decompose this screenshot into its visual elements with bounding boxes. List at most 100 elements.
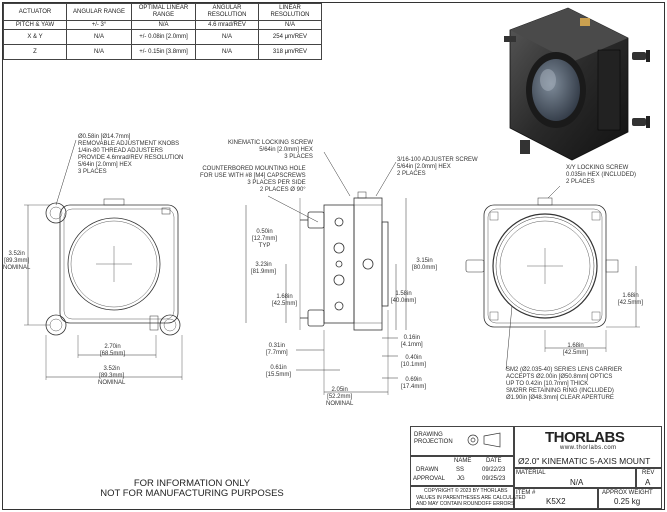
logo-cell xyxy=(514,426,662,468)
dim-line: [10.1mm] xyxy=(401,362,427,368)
note-line: 2 PLACES xyxy=(397,171,426,177)
dim-line: [68.5mm] xyxy=(100,351,126,357)
dim-line: [42.5mm] xyxy=(618,300,644,306)
note-line: Ø1.90in [Ø48.3mm] CLEAR APERTURE xyxy=(506,395,614,401)
approvals-cell xyxy=(410,456,514,486)
spec-cell: +/- 0.15in [3.8mm] xyxy=(131,44,196,60)
note-line: PROVIDE 4.6mrad/REV RESOLUTION xyxy=(78,155,184,161)
note-line: 5/64in [2.0mm] HEX xyxy=(78,162,132,168)
note-line: SM2 (Ø2.035-40) SERIES LENS CARRIER xyxy=(506,367,623,373)
dim-line: TYP xyxy=(258,243,271,249)
values-note: VALUES IN PARENTHESES ARE CALCULATED AND… xyxy=(416,495,525,507)
projection-cell xyxy=(410,426,514,456)
lens-carrier-note: SM2 (Ø2.035-40) SERIES LENS CARRIER ACCE… xyxy=(506,367,622,402)
drawn-name: SS xyxy=(456,467,465,473)
mount-3d-render xyxy=(504,7,650,161)
projection-label: DRAWING PROJECTION xyxy=(414,432,453,446)
drawn-label: DRAWN xyxy=(416,467,439,473)
weight-cell xyxy=(598,488,662,509)
dim-line: [89.3mm] xyxy=(4,258,30,264)
dim-line: 3.52in xyxy=(103,366,120,372)
note-line: KINEMATIC LOCKING SCREW xyxy=(228,140,313,146)
item-number: K5X2 xyxy=(546,497,566,506)
label-line: DRAWING xyxy=(414,432,443,438)
dim-168-rear-h: 1.68in [42.5mm] xyxy=(563,343,588,357)
dim-061: 0.61in [15.5mm] xyxy=(266,365,291,379)
dim-line: [42.5mm] xyxy=(272,301,298,307)
note-line: 2 PLACES xyxy=(566,179,595,185)
dim-031: 0.31in [7.7mm] xyxy=(266,343,288,357)
dim-line: NOMINAL xyxy=(326,401,354,407)
front-outer-width-dim: 3.52in [89.3mm] NOMINAL xyxy=(98,366,125,387)
material-cell xyxy=(514,468,636,488)
item-cell xyxy=(514,488,598,509)
note-line: COUNTERBORED MOUNTING HOLE xyxy=(202,166,306,172)
name-header: NAME xyxy=(454,458,472,464)
dim-line: [17.4mm] xyxy=(401,384,427,390)
note-line: 5/64in [2.0mm] HEX xyxy=(259,147,313,153)
item-label: ITEM # xyxy=(516,490,536,496)
label-line: PROJECTION xyxy=(414,439,453,445)
note-line: VALUES IN PARENTHESES ARE CALCULATED xyxy=(416,495,526,501)
title-block: DRAWING PROJECTION NAME DATE DRAWN SS 09… xyxy=(410,426,662,509)
front-height-dim: 3.52in [89.3mm] NOMINAL xyxy=(3,251,30,272)
notice-line: NOT FOR MANUFACTURING PURPOSES xyxy=(100,488,284,499)
spec-cell: 318 μm/REV xyxy=(258,44,322,60)
note-line: ACCEPTS Ø2.00in [Ø50.8mm] OPTICS xyxy=(506,374,613,380)
dim-040: 0.40in [10.1mm] xyxy=(401,355,426,369)
dim-line: [12.7mm] xyxy=(252,236,278,242)
dim-016: 0.16in [4.1mm] xyxy=(401,335,423,349)
dim-line: [42.5mm] xyxy=(563,350,589,356)
dim-line: 1.68in xyxy=(567,343,584,349)
dim-line: [81.9mm] xyxy=(251,269,277,275)
approval-label: APPROVAL xyxy=(413,476,445,482)
dim-line: 1.68in xyxy=(622,293,639,299)
note-line: UP TO 0.42in [10.7mm] THICK xyxy=(506,381,589,387)
dim-050: 0.50in [12.7mm] TYP xyxy=(252,229,277,250)
dim-168-rear-v: 1.68in [42.5mm] xyxy=(618,293,643,307)
dim-line: 3.23in xyxy=(255,262,272,268)
rev-label: REV xyxy=(642,470,655,476)
note-line: 3 PLACES xyxy=(78,169,107,175)
xy-locking-note: X/Y LOCKING SCREW 0.035in HEX (INCLUDED)… xyxy=(566,165,636,186)
dim-line: [80.0mm] xyxy=(412,265,438,271)
approval-name: JG xyxy=(457,476,465,482)
dim-line: [4.1mm] xyxy=(401,342,423,348)
note-line: 3 PLACES xyxy=(284,154,313,160)
dim-158: 1.58in [40.0mm] xyxy=(391,291,416,305)
spec-table: ACTUATOR ANGULAR RANGE OPTIMAL LINEAR RA… xyxy=(3,3,322,60)
spec-row: X & Y N/A +/- 0.08in [2.0mm] N/A 254 μm/… xyxy=(3,29,322,45)
front-inner-width-dim: 2.70in [68.5mm] xyxy=(100,344,125,358)
dim-line: 2.70in xyxy=(104,344,121,350)
material-value: N/A xyxy=(570,478,584,487)
thorlabs-logo: THORLABS xyxy=(545,429,625,446)
website: www.thorlabs.com xyxy=(560,445,617,451)
drawn-date: 09/22/23 xyxy=(482,467,506,473)
note-line: 1/4in-80 THREAD ADJUSTERS xyxy=(78,148,163,154)
side-view xyxy=(245,151,407,395)
note-line: X/Y LOCKING SCREW xyxy=(566,165,629,171)
weight-value: 0.25 kg xyxy=(614,497,641,506)
note-line: 5/64in [2.0mm] HEX xyxy=(397,164,451,170)
weight-label: APPROX WEIGHT xyxy=(602,490,653,496)
dim-line: 1.58in xyxy=(395,291,412,297)
rev-value: A xyxy=(645,478,651,487)
material-label: MATERIAL xyxy=(516,470,546,476)
dim-line: 0.31in xyxy=(268,343,286,349)
locking-screw-note: KINEMATIC LOCKING SCREW 5/64in [2.0mm] H… xyxy=(228,140,313,161)
copyright: COPYRIGHT © 2023 BY THORLABS xyxy=(424,488,508,494)
dim-line: [89.3mm] xyxy=(99,373,125,379)
dim-line: 0.16in xyxy=(403,335,421,341)
information-notice: FOR INFORMATION ONLY NOT FOR MANUFACTURI… xyxy=(92,479,292,499)
note-line: 2 PLACES Ø 90° xyxy=(259,187,306,193)
dim-line: 2.05in xyxy=(331,387,348,393)
adjuster-screw-note: 3/16-100 ADJUSTER SCREW 5/64in [2.0mm] H… xyxy=(397,157,478,178)
notice-line: FOR INFORMATION ONLY xyxy=(133,478,251,489)
knob-note: Ø0.58in [Ø14.7mm] REMOVABLE ADJUSTMENT K… xyxy=(78,134,183,176)
dim-line: 0.40in xyxy=(405,355,422,361)
dim-line: [52.2mm] xyxy=(327,394,353,400)
dim-line: 0.50in xyxy=(256,229,273,235)
front-view xyxy=(24,139,183,380)
